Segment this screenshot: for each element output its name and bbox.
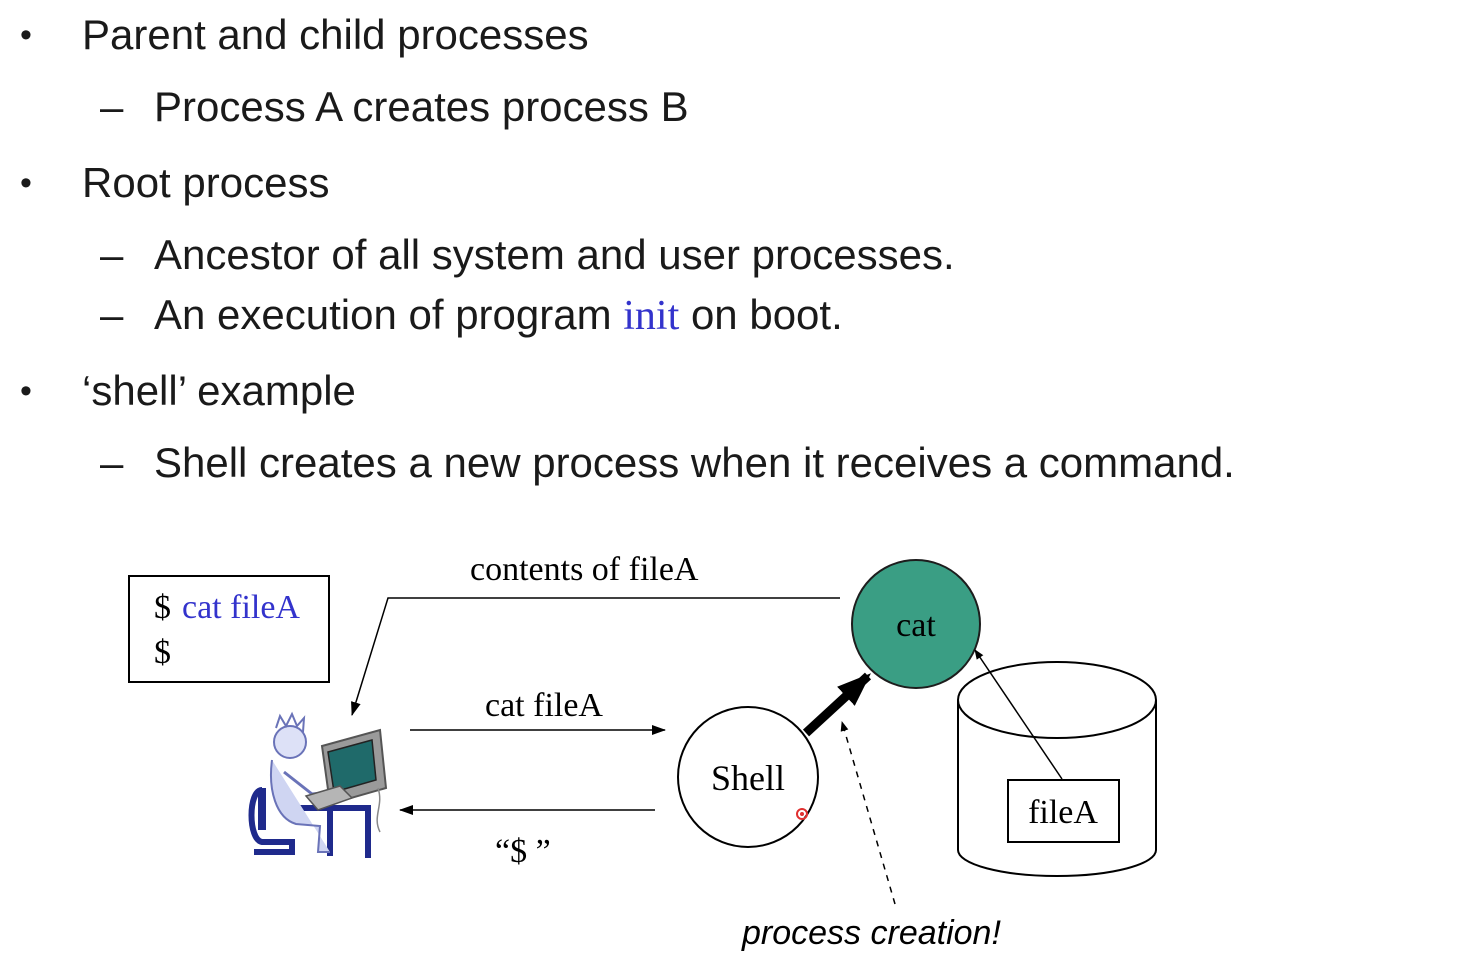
- bullet-text: Parent and child processes: [82, 11, 589, 58]
- cat-process-node: [851, 559, 981, 689]
- terminal-prompt: $: [154, 634, 171, 671]
- shell-process-node: [677, 706, 819, 848]
- init-program-name: init: [623, 293, 680, 339]
- file-box: [1007, 779, 1120, 843]
- terminal-prompt: $: [154, 589, 171, 626]
- bullet-text: Root process: [82, 159, 330, 206]
- bullet-text: ‘shell’ example: [82, 367, 356, 414]
- file-label: fileA: [1028, 794, 1098, 831]
- contents-arrow: [351, 597, 840, 716]
- sub-bullet-symbol: –: [100, 439, 124, 486]
- sub-bullet-text-pre: An execution of program: [154, 291, 624, 338]
- contents-label: contents of fileA: [470, 551, 699, 588]
- process-creation-label: process creation!: [741, 914, 1001, 952]
- sub-bullet-text: Shell creates a new process when it rece…: [154, 439, 1235, 486]
- cat-label: cat: [896, 607, 936, 644]
- prompt-label: “$ ”: [495, 833, 551, 870]
- user-at-computer-icon: [248, 711, 388, 858]
- terminal-command: cat fileA: [182, 589, 300, 626]
- file-read-arrow: [974, 649, 1063, 780]
- terminal-box: $ cat fileA $: [128, 575, 330, 683]
- fork-arrow: [802, 672, 872, 737]
- bullet-symbol: •: [20, 16, 32, 54]
- sub-bullet-text: Process A creates process B: [154, 83, 689, 130]
- bullet-symbol: •: [20, 164, 32, 202]
- sub-bullet-text: An execution of program init on boot.: [154, 290, 843, 341]
- cursor-dot: [800, 812, 804, 816]
- sub-bullet-text-post: on boot.: [679, 291, 843, 338]
- sub-bullet-text: Ancestor of all system and user processe…: [154, 231, 955, 278]
- disk-cylinder: [957, 661, 1157, 877]
- shell-label: Shell: [711, 758, 785, 798]
- process-creation-pointer: [840, 721, 896, 905]
- bullet-symbol: •: [20, 372, 32, 410]
- sub-bullet-symbol: –: [100, 83, 124, 130]
- command-label: cat fileA: [485, 687, 603, 724]
- sub-bullet-symbol: –: [100, 291, 124, 338]
- cursor-marker-icon: [796, 808, 808, 820]
- sub-bullet-symbol: –: [100, 231, 124, 278]
